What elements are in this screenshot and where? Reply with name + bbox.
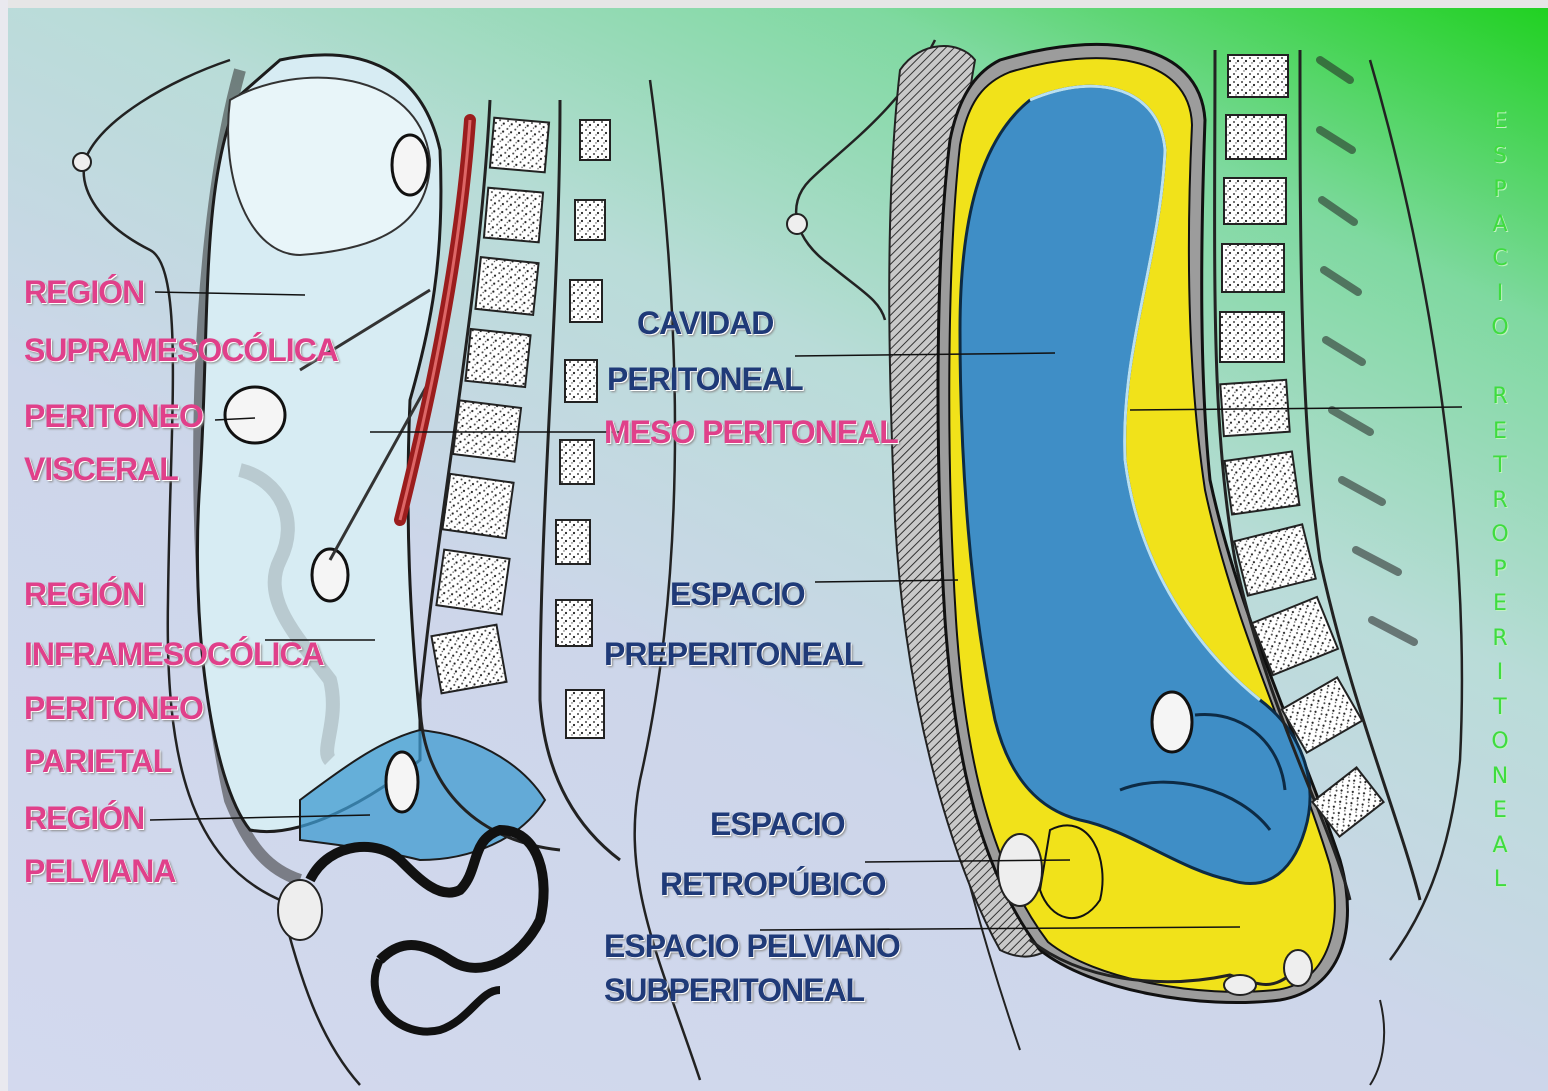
left-vessel-section-3 [312, 549, 348, 601]
label-espacio-preperitoneal-2: PREPERITONEAL [604, 638, 862, 670]
left-nipple [73, 153, 91, 171]
right-buttock-contour [1370, 1000, 1384, 1085]
left-vessel-section-1 [392, 135, 428, 195]
right-pubis [998, 834, 1042, 906]
label-cavidad-peritoneal-2: PERITONEAL [607, 363, 803, 395]
right-bowel-section [1152, 692, 1192, 752]
right-back-contour [1370, 60, 1462, 960]
label-peritoneo-parietal-2: PARIETAL [24, 745, 171, 777]
left-vessel-section-4 [386, 752, 418, 812]
label-peritoneo-parietal-1: PERITONEO [24, 692, 203, 724]
label-espacio-pelviano-2: SUBPERITONEAL [604, 974, 864, 1006]
label-meso-peritoneal: MESO PERITONEAL [604, 416, 898, 448]
label-espacio-preperitoneal-1: ESPACIO [670, 578, 805, 610]
label-cavidad-peritoneal-1: CAVIDAD [637, 307, 773, 339]
right-pelvic-organ-section [1224, 975, 1256, 995]
label-region-inframesocolica-2: INFRAMESOCÓLICA [24, 638, 324, 670]
label-espacio-pelviano-1: ESPACIO PELVIANO [604, 930, 900, 962]
right-coccyx [1284, 950, 1312, 986]
label-espacio-retropubico-2: RETROPÚBICO [660, 868, 885, 900]
label-region-supramesocolica-1: REGIÓN [24, 276, 144, 308]
label-region-pelviana-1: REGIÓN [24, 802, 144, 834]
label-region-pelviana-2: PELVIANA [24, 855, 175, 887]
right-nipple [787, 214, 807, 234]
label-peritoneo-visceral-2: VISCERAL [24, 453, 178, 485]
label-region-inframesocolica-1: REGIÓN [24, 578, 144, 610]
left-vessel-section-2 [225, 387, 285, 443]
label-region-supramesocolica-2: SUPRAMESOCÓLICA [24, 334, 338, 366]
left-pubis [278, 880, 322, 940]
label-peritoneo-visceral-1: PERITONEO [24, 400, 203, 432]
label-espacio-retropubico-1: ESPACIO [710, 808, 845, 840]
